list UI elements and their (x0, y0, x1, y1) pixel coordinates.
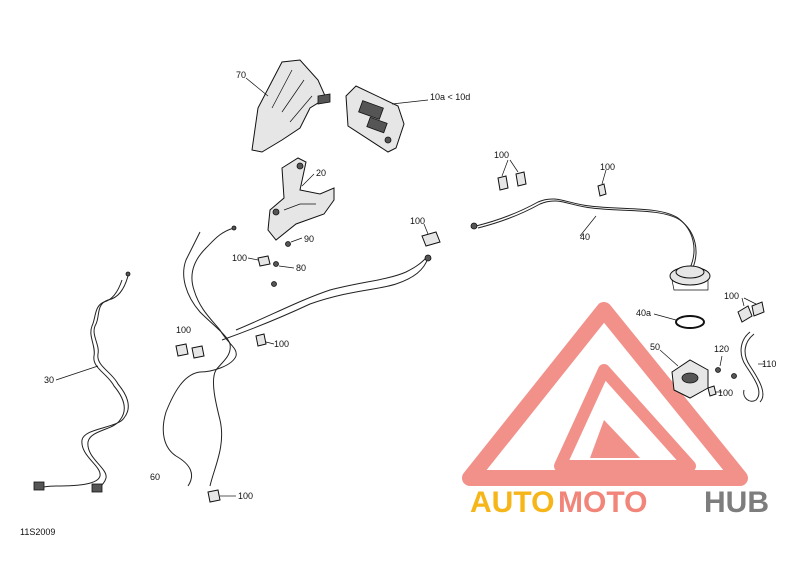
figure-code: 11S2009 (20, 527, 56, 537)
callout-30: 30 (44, 375, 54, 385)
clip-100-lower-right (707, 385, 722, 397)
harness-40 (470, 198, 697, 271)
clip-100-upper-mid (421, 223, 441, 247)
screw-90 (285, 237, 303, 247)
callout-50: 50 (650, 342, 660, 352)
callout-10: 10a < 10d (430, 92, 470, 102)
harness-30 (33, 271, 131, 493)
bracket-part (267, 157, 335, 241)
o-ring-40a (653, 313, 705, 329)
watermark-hub: HUB (704, 486, 769, 519)
callout-100-f: 100 (494, 150, 509, 160)
watermark-moto: MOTO (558, 486, 647, 519)
clip-100-top-right (597, 169, 607, 197)
callout-100-g: 100 (600, 162, 615, 172)
watermark-logo (462, 302, 748, 486)
callout-90: 90 (304, 234, 314, 244)
clip-100-bottom (207, 489, 236, 503)
callout-40a: 40a (636, 308, 651, 318)
clip-100-mid-left (175, 343, 205, 359)
switch-panel-part (345, 85, 429, 153)
callout-80: 80 (296, 263, 306, 273)
watermark-auto: AUTO (470, 486, 554, 519)
clip-100-top-pair (497, 159, 527, 191)
callout-40: 40 (580, 232, 590, 242)
tube-110 (737, 297, 765, 403)
callout-100-e: 100 (238, 491, 253, 501)
callout-70: 70 (236, 70, 246, 80)
grommet-part (669, 265, 711, 291)
clip-100-mid (255, 333, 275, 347)
callout-100-i: 100 (718, 388, 733, 398)
clip-100-left (247, 255, 271, 267)
callout-100-h: 100 (724, 291, 739, 301)
callout-100-b: 100 (410, 216, 425, 226)
screw-80-b (271, 281, 277, 287)
callout-120: 120 (714, 344, 729, 354)
screw-80-a (273, 261, 295, 269)
console-cover-part (245, 59, 331, 153)
callout-110: 110 (762, 359, 776, 369)
wiring-harness-60 (162, 225, 432, 487)
callout-100-a: 100 (232, 253, 247, 263)
screw-120 (715, 355, 737, 379)
callout-100-c: 100 (176, 325, 191, 335)
callout-20: 20 (316, 168, 326, 178)
callout-100-d: 100 (274, 339, 289, 349)
callout-60: 60 (150, 472, 160, 482)
